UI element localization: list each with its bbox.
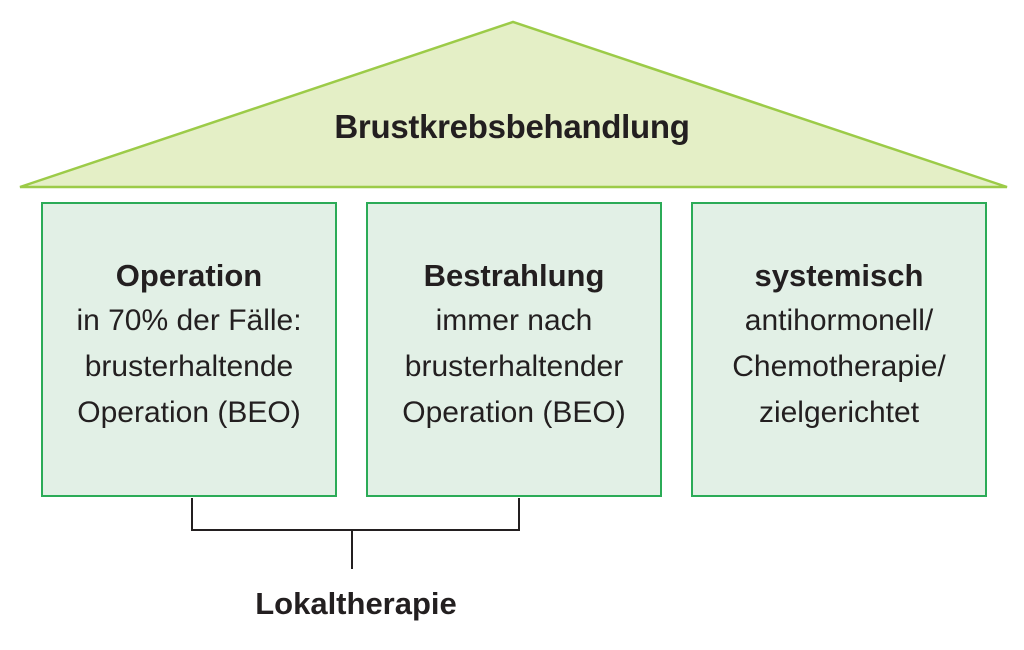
pillar-text-line: immer nach xyxy=(435,304,593,337)
pillar-heading: Operation xyxy=(115,258,263,293)
pillar-systemic: systemisch antihormonell/ Chemotherapie/… xyxy=(691,202,987,497)
pillar-text-line: zielgerichtet xyxy=(758,396,920,429)
pillar-text-line: Operation (BEO) xyxy=(402,396,626,429)
roof-title: Brustkrebsbehandlung xyxy=(334,108,690,145)
lokaltherapie-label: Lokaltherapie xyxy=(255,586,457,621)
pillar-heading: systemisch xyxy=(754,258,924,293)
pillar-heading: Bestrahlung xyxy=(423,258,605,293)
pillar-text-line: brusterhaltende xyxy=(84,350,294,383)
roof-triangle xyxy=(19,20,1008,189)
pillar-text-line: brusterhaltender xyxy=(404,350,624,383)
lokaltherapie-bracket xyxy=(191,498,520,531)
pillar-operation: Operation in 70% der Fälle: brusterhalte… xyxy=(41,202,337,497)
pillar-text-line: Operation (BEO) xyxy=(77,396,301,429)
pillar-text-line: antihormonell/ xyxy=(744,304,934,337)
pillar-text-line: Chemotherapie/ xyxy=(732,350,946,383)
pillar-text-line: in 70% der Fälle: xyxy=(76,304,302,337)
pillar-radiation: Bestrahlung immer nach brusterhaltender … xyxy=(366,202,662,497)
